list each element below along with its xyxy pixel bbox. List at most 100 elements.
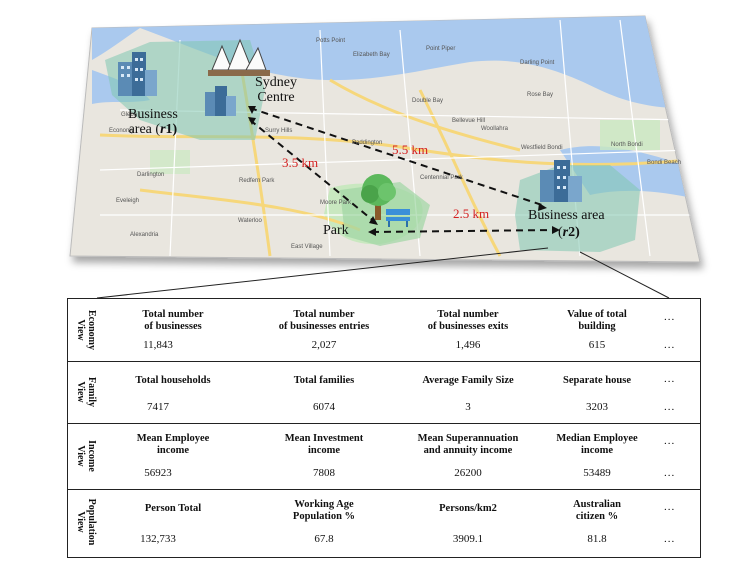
green-area: [600, 120, 660, 150]
more-ellipsis: ...: [664, 533, 676, 545]
street-label: Darlington: [137, 172, 165, 178]
business-r2-prefix: (: [558, 224, 563, 240]
business-r1-line1: Business: [128, 107, 178, 122]
attribute-value: 56923: [144, 467, 172, 479]
street-label: Point Piper: [426, 46, 456, 52]
arrow-r1-to-r2: [249, 107, 546, 207]
attribute-value: 11,843: [143, 339, 173, 351]
distance-arrows: [249, 107, 556, 233]
business-r2-tail: 2): [568, 224, 580, 240]
zoom-connector-lines: [96, 247, 670, 299]
attribute-name: Mean Superannuation and annuity income: [417, 433, 519, 456]
distance-r1-to-park: 3.5 km: [282, 155, 319, 170]
street-label: Bellevue Hill: [452, 118, 486, 124]
more-ellipsis: ...: [664, 373, 676, 385]
attribute-name: Value of total building: [567, 309, 627, 332]
view-label: Population View: [75, 498, 97, 546]
business-r2-line2: (r2): [528, 224, 605, 241]
attribute-name: Total families: [293, 375, 355, 386]
arrow-park-to-r2: [371, 229, 556, 233]
distance-park-to-r2: 2.5 km: [453, 206, 490, 221]
attribute-name: Total households: [135, 375, 211, 386]
business-r1-tail: 1): [165, 121, 178, 137]
attribute-name: Mean Employee income: [136, 433, 210, 456]
more-ellipsis: ...: [664, 339, 676, 351]
park-bench-icon: [386, 209, 410, 227]
attribute-value: 1,496: [455, 339, 481, 351]
attribute-name: Persons/km2: [439, 503, 497, 514]
attribute-name: Total number of businesses entries: [278, 309, 370, 332]
business-r1-r: r: [160, 121, 166, 137]
business-r2-r: r: [562, 224, 569, 240]
street-label: Economy: [109, 128, 135, 134]
building-icon-r1-large: [118, 52, 157, 96]
street-label: North Bondi: [611, 142, 643, 148]
harbour-water: [92, 16, 700, 109]
view-label: Income View: [75, 440, 97, 472]
map-illustration: [69, 15, 701, 299]
street-label: Double Bay: [412, 98, 444, 104]
business-r1-line2: area (r1): [129, 122, 178, 137]
attribute-value: 67.8: [314, 533, 334, 545]
attribute-value: 3909.1: [452, 533, 484, 545]
street-label: Waterloo: [238, 218, 262, 224]
street-label: Paddington: [352, 140, 383, 146]
table-row: Family View Total households 7417 Total fam…: [68, 361, 700, 424]
more-ellipsis: ...: [664, 435, 676, 447]
street-label: Glebe: [121, 112, 138, 118]
attribute-name: Working Age Population %: [292, 499, 356, 522]
attribute-name: Total number of businesses: [142, 309, 204, 332]
region-attributes-table: Economy View Total number of businesses 11…: [67, 298, 701, 558]
attribute-value: 7808: [313, 467, 335, 479]
park-tree-icon: [361, 174, 396, 220]
table-row: Economy View Total number of businesses 11…: [68, 299, 700, 362]
view-label: Economy View: [75, 310, 97, 350]
park-text: Park: [323, 223, 349, 238]
label-business-r1: Business area (r1): [128, 107, 178, 137]
street-label: East Village: [291, 244, 323, 250]
arrow-r1-to-park: [249, 119, 376, 223]
label-park: Park: [323, 223, 349, 239]
street-label: Eveleigh: [116, 198, 140, 204]
attribute-value: 26200: [454, 467, 482, 479]
attribute-name: Total number of businesses exits: [427, 309, 509, 332]
attribute-name: Median Employee income: [556, 433, 638, 456]
street-label: Bondi Beach: [647, 160, 682, 166]
street-label: Centennial Park: [420, 175, 463, 181]
attribute-value: 81.8: [587, 533, 607, 545]
street-label: Rose Bay: [527, 92, 554, 98]
opera-house-icon: [208, 38, 270, 76]
arrow-heads: [248, 106, 560, 236]
attribute-value: 615: [588, 339, 606, 351]
street-label: Elizabeth Bay: [353, 52, 390, 58]
label-sydney-centre: Sydney Centre: [255, 75, 297, 105]
attribute-value: 3203: [586, 401, 608, 413]
attribute-name: Separate house: [563, 375, 631, 386]
street-label: Woollahra: [481, 126, 508, 132]
distance-r1-to-r2: 5.5 km: [392, 142, 429, 157]
attribute-value: 53489: [583, 467, 611, 479]
attribute-value: 2,027: [311, 339, 337, 351]
business-r2-line1: Business area: [528, 208, 605, 223]
street-label: Redfern Park: [239, 178, 275, 184]
green-area-2: [150, 150, 190, 174]
attribute-value: 7417: [147, 401, 169, 413]
sydney-text: Sydney Centre: [255, 75, 297, 105]
view-label: Family View: [75, 377, 97, 407]
business-r1-prefix: area (: [128, 121, 161, 137]
attribute-name: Mean Investment income: [284, 433, 364, 456]
street-label: Darling Point: [520, 60, 555, 66]
street-label: Moore Park: [320, 200, 352, 206]
attribute-name: Average Family Size: [422, 375, 514, 386]
more-ellipsis: ...: [664, 501, 676, 513]
street-label: Potts Point: [316, 38, 346, 44]
more-ellipsis: ...: [664, 467, 676, 479]
building-icon-r1-small: [205, 86, 236, 116]
building-icon-r2: [540, 160, 582, 202]
attribute-name: Australian citizen %: [573, 499, 621, 522]
more-ellipsis: ...: [664, 401, 676, 413]
attribute-value: 132,733: [140, 533, 176, 545]
table-row: Income View Mean Employee income 56923 Mean…: [68, 423, 700, 490]
street-label: Surry Hills: [265, 128, 293, 134]
